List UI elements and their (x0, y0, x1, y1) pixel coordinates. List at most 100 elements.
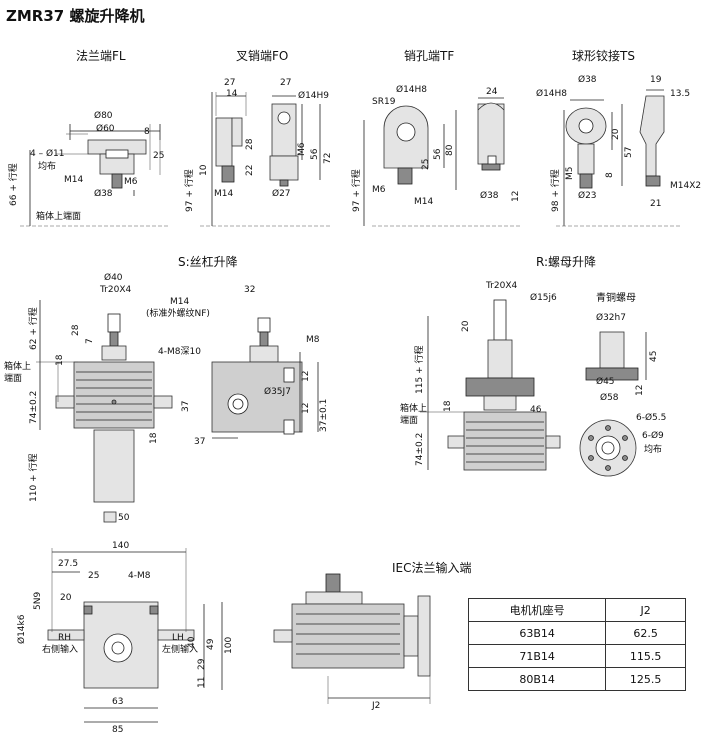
tf-dim-h80: 80 (445, 144, 455, 156)
r-dim-h18: 18 (443, 400, 453, 412)
s-dim-d40: Ø40 (104, 273, 123, 283)
r-dim-d15j6: Ø15j6 (530, 293, 557, 303)
r-dim-d58: Ø58 (600, 393, 619, 403)
r-dim-holes2: 6-Ø9 (642, 431, 664, 441)
s-dim-h7: 7 (85, 338, 95, 344)
ts-dim-w21: 21 (650, 199, 662, 209)
s-dim-m8: M8 (306, 335, 320, 345)
tf-dim-stroke97: 97 + 行程 (352, 169, 362, 212)
bl-dim-h29: 29 (197, 658, 207, 670)
r-dim-sq46: 46 (530, 405, 542, 415)
s-dim-stroke110: 110 + 行程 (29, 453, 39, 502)
bl-label-lh: LH (172, 633, 184, 643)
bl-dim-w63: 63 (112, 697, 124, 707)
s-dim-h18a: 18 (55, 354, 65, 366)
bl-dim-n9: 5N9 (33, 591, 43, 610)
tf-dim-m6: M6 (372, 185, 386, 195)
s-dim-w37: 37 (194, 437, 206, 447)
table-cell: 71B14 (467, 644, 607, 668)
s-drawing (36, 300, 319, 523)
s-dim-w32: 32 (244, 285, 256, 295)
bl-dim-w140: 140 (112, 541, 130, 551)
s-dim-h18b: 18 (149, 432, 159, 444)
fo-dim-h22: 22 (245, 164, 255, 176)
bl-dim-w27-5: 27.5 (58, 559, 79, 569)
r-dim-h74: 74±0.2 (415, 432, 425, 466)
fl-dim-h8: 8 (144, 127, 150, 137)
ts-drawing (556, 89, 680, 227)
ts-dim-m14x2: M14X2 (670, 181, 702, 191)
ts-dim-m5: M5 (565, 166, 575, 181)
fo-dim-w14: 14 (226, 89, 238, 99)
fo-dim-w27a: 27 (224, 78, 236, 88)
ts-dim-stroke98: 98 + 行程 (551, 169, 561, 212)
section-fo-title: 叉销端FO (236, 49, 289, 63)
ts-dim-w13-5: 13.5 (670, 89, 691, 99)
ts-dim-h57: 57 (624, 146, 634, 158)
fo-drawing (200, 92, 330, 227)
s-dim-h37a: 37 (181, 400, 191, 412)
motor-frame-table: 电机机座号 J2 63B14 62.5 71B14 115.5 80B14 12… (467, 598, 686, 691)
r-dim-d32h7: Ø32h7 (596, 313, 626, 323)
section-r-title: R:螺母升降 (536, 255, 597, 269)
r-dim-tr: Tr20X4 (486, 281, 518, 291)
r-dim-h12: 12 (635, 384, 645, 396)
fo-dim-stroke97: 97 + 行程 (185, 169, 195, 212)
iec-dim-j2: J2 (372, 701, 381, 711)
fl-dim-d38: Ø38 (94, 189, 113, 199)
tf-dim-h56: 56 (433, 148, 443, 160)
s-dim-nf: (标准外螺纹NF) (146, 309, 210, 319)
bl-label-rh-cn: 右侧输入 (42, 645, 79, 655)
fl-top-face-label: 箱体上端面 (36, 212, 82, 222)
ts-dim-d38: Ø38 (578, 75, 597, 85)
ts-dim-w19: 19 (650, 75, 662, 85)
table-row: 63B14 62.5 (467, 621, 686, 645)
tf-drawing (363, 97, 520, 227)
fo-dim-m14: M14 (214, 189, 234, 199)
bl-dim-w25: 25 (88, 571, 100, 581)
ts-dim-h20: 20 (611, 128, 621, 140)
fl-dim-even: 均布 (38, 162, 57, 172)
fl-dim-m6: M6 (124, 177, 138, 187)
tf-dim-d38: Ø38 (480, 191, 499, 201)
bl-dim-w85: 85 (112, 725, 124, 735)
table-cell: 63B14 (467, 621, 607, 645)
r-dim-holes1: 6-Ø5.5 (636, 413, 667, 423)
ts-dim-h8: 8 (605, 172, 615, 178)
section-tf-title: 销孔端TF (404, 49, 455, 63)
bl-dim-h11: 11 (197, 676, 207, 688)
fl-dim-m14: M14 (64, 175, 84, 185)
fl-dim-d60: Ø60 (96, 124, 115, 134)
bl-dim-h49: 49 (206, 638, 216, 650)
fl-dim-holes: 4 – Ø11 (30, 149, 65, 159)
s-dim-h12a: 12 (301, 370, 311, 382)
table-header-cell: J2 (605, 598, 686, 622)
bl-dim-m8: 4-M8 (128, 571, 151, 581)
r-dim-h45: 45 (649, 350, 659, 362)
fl-dim-stroke66: 66 + 行程 (9, 163, 19, 206)
fo-dim-d14h9: Ø14H9 (298, 91, 330, 101)
table-row: 80B14 125.5 (467, 667, 686, 691)
bl-dim-h40: 40 (187, 636, 197, 648)
table-cell: 115.5 (605, 644, 686, 668)
s-dim-d35j7: Ø35J7 (264, 387, 291, 397)
s-dim-tr: Tr20X4 (100, 285, 132, 295)
section-ts-title: 球形铰接TS (572, 49, 635, 63)
bl-label-lh-cn: 左侧输入 (162, 645, 199, 655)
fo-dim-d27: Ø27 (272, 189, 291, 199)
r-dim-h20: 20 (461, 320, 471, 332)
s-top-face-label: 箱体上端面 (4, 362, 32, 384)
fl-drawing (20, 124, 170, 227)
table-row: 71B14 115.5 (467, 644, 686, 668)
s-dim-stroke62: 62 + 行程 (29, 307, 39, 350)
s-dim-h74: 74±0.2 (29, 390, 39, 424)
fo-dim-h10: 10 (199, 164, 209, 176)
fo-dim-h28: 28 (245, 138, 255, 150)
s-dim-m14: M14 (170, 297, 190, 307)
bl-dim-h100: 100 (224, 636, 234, 654)
ts-dim-d23: Ø23 (578, 191, 597, 201)
fo-dim-m6: M6 (297, 142, 307, 157)
s-dim-h12b: 12 (301, 402, 311, 414)
section-iec-title: IEC法兰输入端 (392, 561, 472, 575)
